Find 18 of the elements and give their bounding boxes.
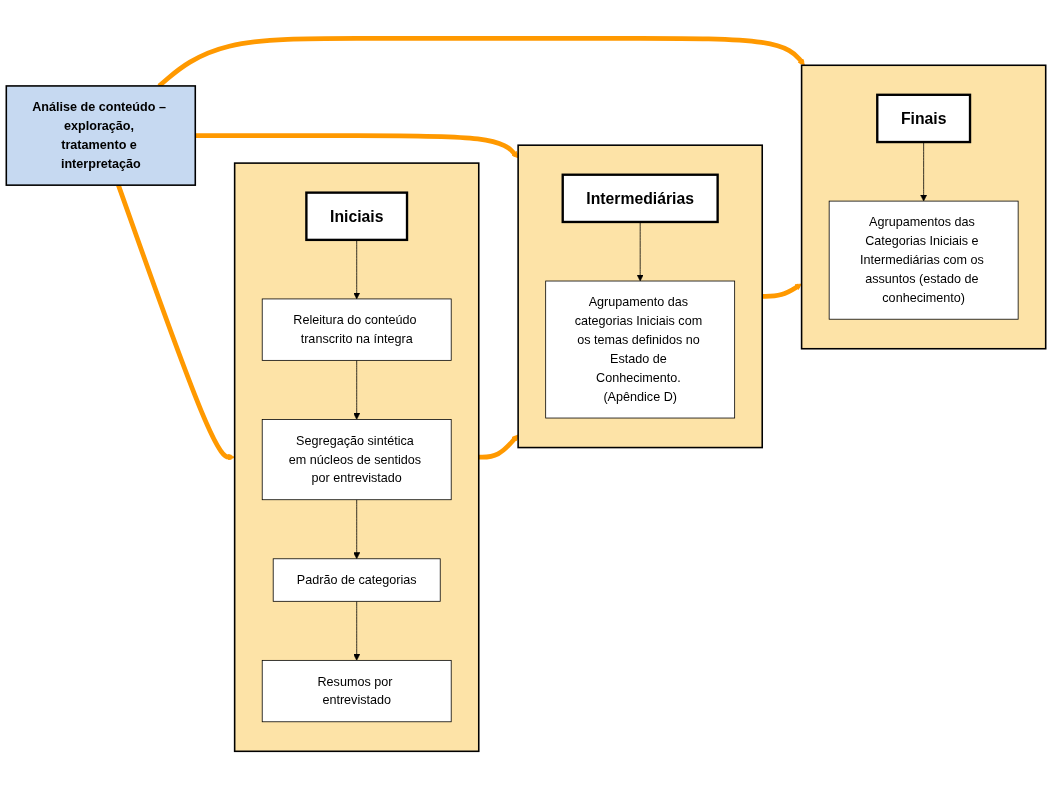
node-box: Segregação sintética em núcleos de sentidos por entrevistado	[261, 419, 452, 501]
node-box: Finais	[876, 93, 972, 144]
arrow	[116, 184, 235, 461]
node-box: Iniciais	[305, 191, 409, 242]
cluster	[517, 144, 763, 449]
node-box: Resumos por entrevistado	[261, 660, 452, 723]
node-box: Análise de conteúdo – exploração, tratamento e interpretação	[5, 85, 197, 187]
arrow	[195, 133, 519, 159]
node-box: Agrupamentos das Categorias Iniciais e Intermediárias com os assuntos (estado de conhecimento)	[828, 200, 1019, 320]
node-box: Padrão de categorias	[272, 558, 441, 602]
arrow	[157, 36, 805, 88]
arrow	[762, 283, 802, 299]
node-box: Intermediárias	[561, 173, 719, 224]
node-box: Agrupamento das categorias Iniciais com os temas definidos no Estado de Conhecimento. (Apêndice D)	[545, 280, 736, 419]
node-box: Releitura do conteúdo transcrito na íntegra	[261, 298, 452, 361]
cluster	[233, 162, 480, 753]
arrow	[478, 434, 519, 460]
cluster	[800, 64, 1047, 350]
